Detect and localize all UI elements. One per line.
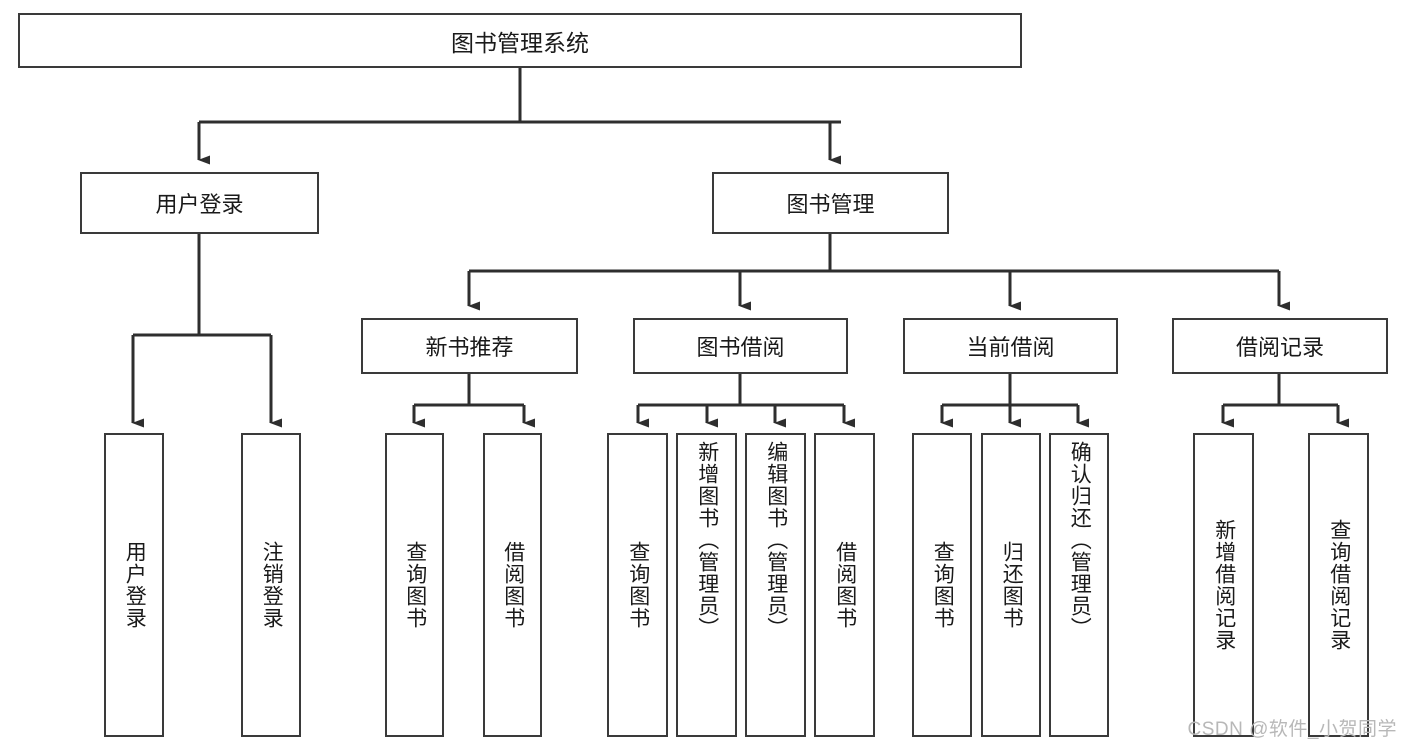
leaf-new-book-query[interactable]: 查询图书 — [385, 433, 444, 737]
leaf-current-borrow-query[interactable]: 查询图书 — [912, 433, 972, 737]
node-book-borrow[interactable]: 图书借阅 — [633, 318, 848, 374]
node-root-system[interactable]: 图书管理系统 — [18, 13, 1022, 68]
node-current-borrow[interactable]: 当前借阅 — [903, 318, 1118, 374]
leaf-new-book-borrow[interactable]: 借阅图书 — [483, 433, 542, 737]
watermark: CSDN @软件_小贺同学 — [1187, 719, 1397, 740]
node-new-book-recommend[interactable]: 新书推荐 — [361, 318, 578, 374]
leaf-book-borrow-edit[interactable]: 编辑图书（管理员） — [745, 433, 806, 737]
leaf-records-add[interactable]: 新增借阅记录 — [1193, 433, 1254, 737]
leaf-book-borrow-add[interactable]: 新增图书（管理员） — [676, 433, 737, 737]
leaf-current-borrow-return[interactable]: 归还图书 — [981, 433, 1041, 737]
leaf-current-borrow-confirm-return[interactable]: 确认归还（管理员） — [1049, 433, 1109, 737]
leaf-book-borrow-query[interactable]: 查询图书 — [607, 433, 668, 737]
leaf-user-login-login[interactable]: 用户登录 — [104, 433, 164, 737]
node-borrow-records[interactable]: 借阅记录 — [1172, 318, 1388, 374]
node-book-management[interactable]: 图书管理 — [712, 172, 949, 234]
leaf-user-login-logout[interactable]: 注销登录 — [241, 433, 301, 737]
leaf-book-borrow-lend[interactable]: 借阅图书 — [814, 433, 875, 737]
node-user-login[interactable]: 用户登录 — [80, 172, 319, 234]
leaf-records-query[interactable]: 查询借阅记录 — [1308, 433, 1369, 737]
